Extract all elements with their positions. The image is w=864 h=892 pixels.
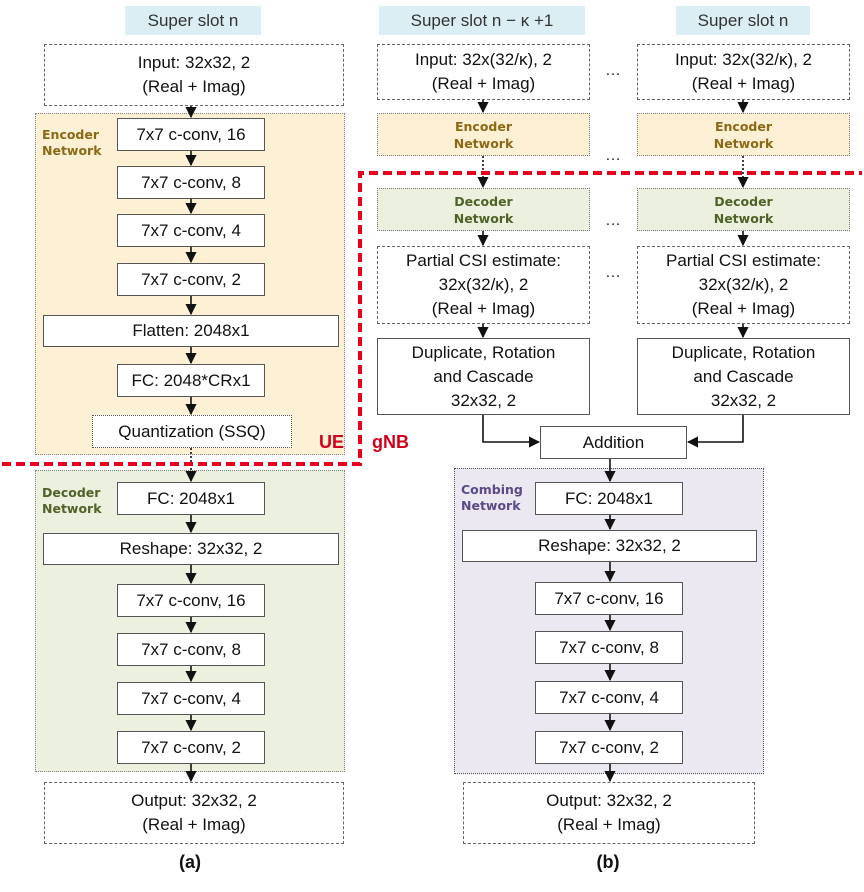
- output-box-b: Output: 32x32, 2 (Real + Imag): [463, 782, 755, 844]
- dec-layer-2-a: 7x7 c-conv, 8: [117, 633, 265, 666]
- ue-label: UE: [319, 432, 345, 452]
- output-a-line1: Output: 32x32, 2: [131, 791, 257, 810]
- reshape-box-a: Reshape: 32x32, 2: [43, 533, 339, 565]
- input-b-left-line1: Input: 32x(32/κ), 2: [414, 50, 553, 69]
- enc-layer-2-a: 7x7 c-conv, 8: [117, 166, 265, 199]
- fc-box-b: FC: 2048x1: [535, 482, 683, 515]
- input-a-line1: Input: 32x32, 2: [137, 53, 251, 72]
- partial-csi-box-b-right: Partial CSI estimate:32x(32/κ), 2(Real +…: [637, 246, 850, 324]
- layer-1-b: 7x7 c-conv, 16: [535, 582, 683, 615]
- header-b-right: Super slot n: [676, 6, 810, 35]
- layer-4-b: 7x7 c-conv, 2: [535, 731, 683, 764]
- input-box-b-right: Input: 32x(32/κ), 2 (Real + Imag): [637, 44, 850, 100]
- arrow-br-5: [686, 415, 744, 448]
- input-b-right-line2: (Real + Imag): [691, 74, 796, 93]
- output-a-line2: (Real + Imag): [142, 815, 246, 834]
- layer-2-b: 7x7 c-conv, 8: [535, 631, 683, 664]
- ellipsis-encoder: …: [605, 147, 621, 164]
- gnb-label: gNB: [372, 432, 409, 452]
- caption-a: (a): [179, 852, 201, 872]
- partial-csi-box-b-left: Partial CSI estimate:32x(32/κ), 2(Real +…: [377, 246, 590, 324]
- caption-b: (b): [596, 852, 620, 872]
- output-b-line1: Output: 32x32, 2: [546, 791, 672, 810]
- enc-layer-1-a: 7x7 c-conv, 16: [117, 118, 265, 151]
- arrow-bl-5: [482, 415, 541, 448]
- ellipsis-input: …: [605, 62, 621, 79]
- fc-enc-box-a: FC: 2048*CRx1: [117, 364, 265, 397]
- layer-3-b: 7x7 c-conv, 4: [535, 681, 683, 714]
- dec-layer-3-a: 7x7 c-conv, 4: [117, 682, 265, 715]
- ellipsis-partial: …: [605, 264, 621, 281]
- input-box-b-left: Input: 32x(32/κ), 2 (Real + Imag): [377, 44, 590, 100]
- ellipsis-decoder: …: [605, 212, 621, 229]
- reshape-box-b: Reshape: 32x32, 2: [462, 530, 757, 562]
- fc-dec-box-a: FC: 2048x1: [117, 482, 265, 515]
- quantization-box-a: Quantization (SSQ): [92, 415, 292, 448]
- ue-gnb-split-line: [2, 171, 862, 466]
- enc-layer-3-a: 7x7 c-conv, 4: [117, 214, 265, 247]
- enc-layer-4-a: 7x7 c-conv, 2: [117, 263, 265, 296]
- input-box-a: Input: 32x32, 2 (Real + Imag): [44, 44, 344, 106]
- addition-box-b: Addition: [540, 426, 687, 459]
- header-b-left: Super slot n − κ +1: [379, 6, 585, 35]
- output-b-line2: (Real + Imag): [557, 815, 661, 834]
- output-box-a: Output: 32x32, 2 (Real + Imag): [44, 782, 344, 844]
- header-a: Super slot n: [125, 6, 261, 35]
- dec-layer-1-a: 7x7 c-conv, 16: [117, 584, 265, 617]
- dec-layer-4-a: 7x7 c-conv, 2: [117, 731, 265, 764]
- input-b-right-line1: Input: 32x(32/κ), 2: [674, 50, 813, 69]
- input-a-line2: (Real + Imag): [142, 77, 246, 96]
- input-b-left-line2: (Real + Imag): [431, 74, 536, 93]
- flatten-box-a: Flatten: 2048x1: [43, 315, 339, 347]
